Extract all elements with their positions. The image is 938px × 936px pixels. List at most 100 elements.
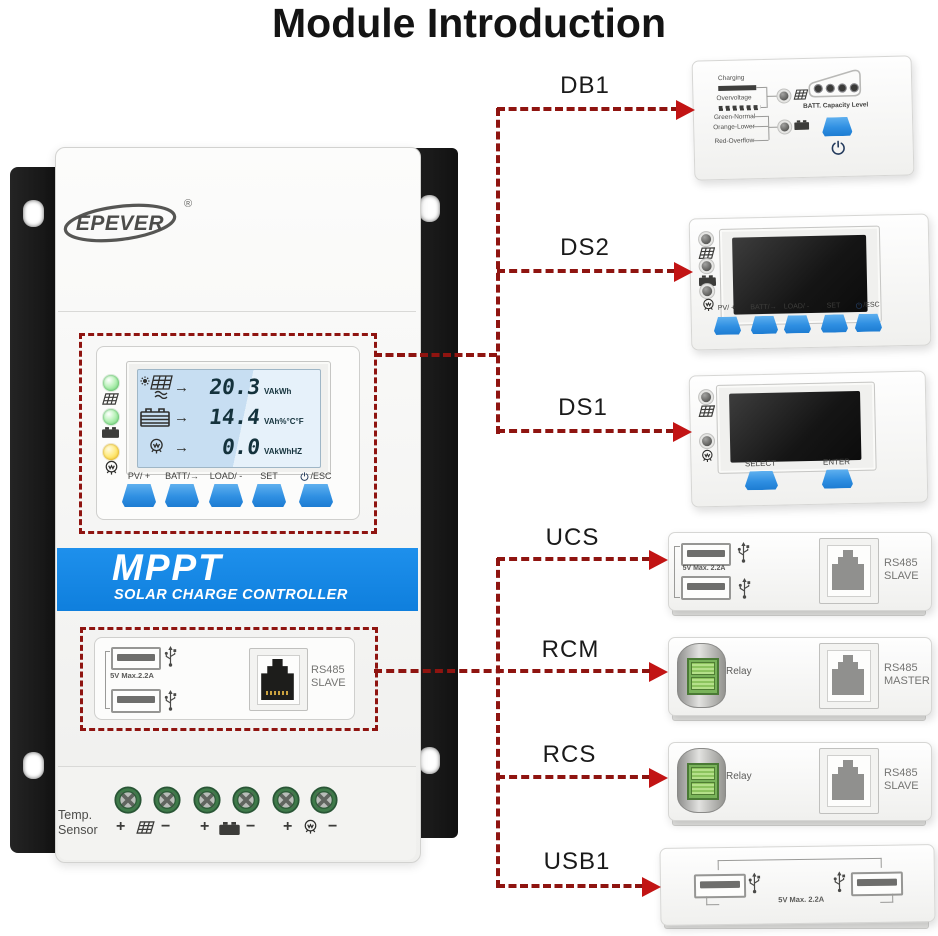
batt-button bbox=[165, 484, 199, 507]
terminal-strip-area bbox=[58, 767, 416, 860]
usb-symbol-icon bbox=[748, 873, 761, 894]
label-rcm: RCM bbox=[541, 636, 600, 663]
pv-status-led bbox=[700, 234, 712, 245]
body-seam bbox=[58, 311, 416, 312]
rs485-label: RS485 MASTER bbox=[884, 662, 930, 687]
load-button-label: LOAD/ - bbox=[209, 471, 243, 481]
arrow-ds2-icon bbox=[674, 262, 693, 282]
arrow-rcm-icon bbox=[649, 662, 668, 682]
rs485-label: RS485 SLAVE bbox=[884, 767, 919, 792]
arrow-right-icon: → bbox=[174, 378, 189, 396]
battery-capacity-gauge bbox=[805, 66, 866, 100]
plus-sign: + bbox=[116, 818, 126, 835]
display-screen bbox=[729, 390, 862, 463]
relay-cell bbox=[691, 767, 715, 780]
label-ds2: DS2 bbox=[560, 234, 610, 261]
usb-bracket-left bbox=[706, 896, 720, 906]
relay-terminal bbox=[687, 658, 719, 695]
select-button bbox=[745, 471, 778, 491]
rj45-port-icon bbox=[832, 550, 864, 590]
load-button-label: LOAD/ - bbox=[783, 303, 810, 311]
enter-button-label: ENTER bbox=[822, 457, 851, 467]
connector-usb1 bbox=[497, 884, 643, 888]
power-icon bbox=[831, 140, 846, 155]
rs485-label: RS485 SLAVE bbox=[884, 557, 919, 582]
connector-ucs bbox=[497, 557, 650, 561]
usb-slot bbox=[687, 583, 725, 590]
pv-status-led bbox=[779, 91, 789, 101]
pv-led bbox=[103, 375, 119, 391]
usb-slot bbox=[699, 880, 741, 889]
module-ucs: 5V Max. 2.2A RS485 SLAVE bbox=[668, 532, 932, 611]
battery-icon bbox=[699, 275, 716, 286]
relay-cell bbox=[691, 782, 715, 795]
brand-text: EPEVER bbox=[76, 212, 165, 235]
module-rcs: Relay RS485 SLAVE bbox=[668, 742, 932, 821]
usb-rating-label: 5V Max. 2.2A bbox=[778, 894, 825, 905]
battery-icon bbox=[794, 120, 809, 130]
lcd-row-load: → 0.0 VAkWhHZ bbox=[140, 433, 316, 461]
esc-button-label: /ESC bbox=[847, 301, 887, 309]
usb-symbol-icon bbox=[737, 542, 750, 563]
load-button bbox=[209, 484, 243, 507]
label-rcs: RCS bbox=[542, 741, 597, 768]
usb-port-a bbox=[693, 873, 747, 899]
usb-port-b bbox=[681, 576, 731, 600]
battery-status-led bbox=[780, 122, 790, 132]
usb-slot bbox=[117, 696, 155, 703]
controller-body bbox=[55, 147, 421, 863]
pv-button-label: PV/ + bbox=[717, 304, 736, 312]
rj45-pins bbox=[266, 691, 290, 695]
relay-connector bbox=[677, 643, 726, 708]
connector-lcd-box bbox=[374, 353, 497, 357]
relay-label: Relay bbox=[726, 771, 752, 782]
bracket-line bbox=[752, 125, 769, 128]
set-button bbox=[252, 484, 286, 507]
rj45-port-icon bbox=[832, 655, 864, 695]
esc-button bbox=[855, 314, 882, 333]
charging-label: Charging bbox=[717, 74, 745, 83]
pv-button bbox=[122, 484, 156, 507]
arrow-ds1-icon bbox=[673, 422, 692, 442]
module-db1: Charging Overvoltage Green-Normal Orange… bbox=[691, 55, 915, 181]
power-button bbox=[822, 117, 852, 137]
arrow-usb1-icon bbox=[642, 877, 661, 897]
temp-sensor-label: Temp. Sensor bbox=[58, 808, 98, 837]
bracket-line bbox=[752, 139, 769, 142]
module-ds2: PV/ + BATT/→ LOAD/ - SET /ESC bbox=[688, 213, 932, 351]
pv-status-led bbox=[700, 392, 712, 403]
arrow-right-icon: → bbox=[174, 438, 189, 456]
relay-terminal bbox=[687, 763, 719, 800]
label-db1: DB1 bbox=[560, 72, 610, 99]
minus-sign: − bbox=[328, 818, 338, 835]
esc-button bbox=[299, 484, 333, 507]
minus-sign: − bbox=[161, 818, 171, 835]
power-icon bbox=[855, 302, 862, 309]
mppt-banner: MPPT SOLAR CHARGE CONTROLLER bbox=[57, 548, 418, 611]
page-title: Module Introduction bbox=[272, 0, 666, 46]
lcd-row-pv: → 20.3 VAkWh bbox=[140, 372, 316, 402]
charging-bar bbox=[718, 85, 757, 92]
lamp-icon bbox=[303, 819, 318, 836]
mounting-plate-left bbox=[10, 167, 60, 853]
select-button-label: SELECT bbox=[744, 458, 777, 469]
relay-cell bbox=[691, 677, 715, 690]
bracket-line bbox=[756, 86, 767, 89]
enter-button bbox=[822, 469, 853, 489]
solar-panel-icon bbox=[698, 247, 715, 259]
usb-symbol-icon bbox=[738, 578, 751, 599]
mounting-hole bbox=[23, 200, 44, 227]
mounting-hole bbox=[419, 195, 440, 222]
mounting-hole bbox=[419, 747, 440, 774]
module-usb1: 5V Max. 2.2A bbox=[659, 844, 936, 926]
set-button-label: SET bbox=[260, 471, 278, 481]
connector-ds2 bbox=[497, 269, 675, 273]
esc-button-label: /ESC bbox=[292, 471, 340, 481]
bracket-line bbox=[751, 115, 768, 118]
batt-capacity-label: BATT. Capacity Level bbox=[802, 101, 869, 110]
battery-led bbox=[103, 409, 119, 425]
label-ucs: UCS bbox=[545, 524, 600, 551]
usb-rating-label: 5V Max.2.2A bbox=[110, 671, 154, 680]
arrow-db1-icon bbox=[676, 100, 695, 120]
